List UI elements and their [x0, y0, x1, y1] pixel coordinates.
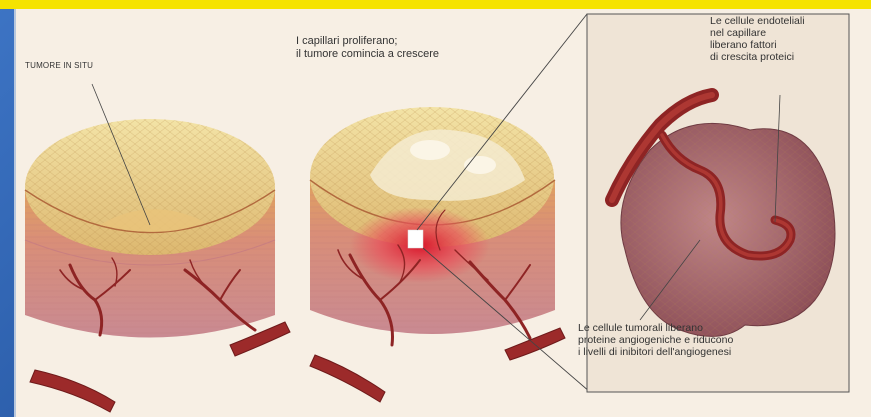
label-line: I capillari proliferano;	[296, 35, 506, 48]
label-endothelial-cells: Le cellule endoteliali nel capillare lib…	[710, 15, 850, 63]
label-line: proteine angiogeniche e riducono	[578, 334, 828, 346]
label-line: Le cellule endoteliali	[710, 15, 850, 27]
tissue-cylinder-growing	[310, 107, 565, 402]
label-line: nel capillare	[710, 27, 850, 39]
label-line: di crescita proteici	[710, 51, 850, 63]
tissue-cylinder-in-situ	[25, 84, 290, 412]
label-line: i livelli di inibitori dell'angiogenesi	[578, 346, 828, 358]
label-tumor-in-situ: TUMORE IN SITU	[25, 61, 93, 70]
zoom-marker	[408, 230, 423, 248]
label-line: liberano fattori	[710, 39, 850, 51]
label-line: il tumore comincia a crescere	[296, 48, 506, 61]
label-tumor-cells: Le cellule tumorali liberano proteine an…	[578, 322, 828, 358]
label-line: Le cellule tumorali liberano	[578, 322, 828, 334]
label-capillaries-proliferate: I capillari proliferano; il tumore comin…	[296, 35, 506, 60]
